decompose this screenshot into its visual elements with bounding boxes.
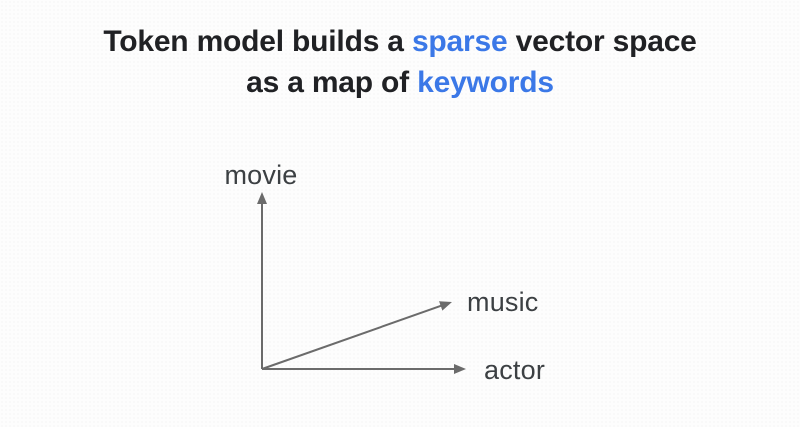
title-line-2: as a map of keywords	[0, 62, 800, 103]
title-text-segment: vector space	[507, 25, 697, 58]
title-text-segment: Token model builds a	[103, 25, 412, 58]
slide-title: Token model builds a sparse vector space…	[0, 21, 800, 103]
axis-label-music: music	[467, 287, 539, 317]
axis-label-actor: actor	[484, 355, 545, 385]
title-accent-keywords: keywords	[417, 66, 554, 99]
title-text-segment: as a map of	[246, 66, 418, 99]
title-line-1: Token model builds a sparse vector space	[0, 21, 800, 62]
title-accent-sparse: sparse	[411, 25, 508, 58]
axis-arrow-music	[261, 301, 452, 370]
axis-label-movie: movie	[224, 160, 297, 190]
